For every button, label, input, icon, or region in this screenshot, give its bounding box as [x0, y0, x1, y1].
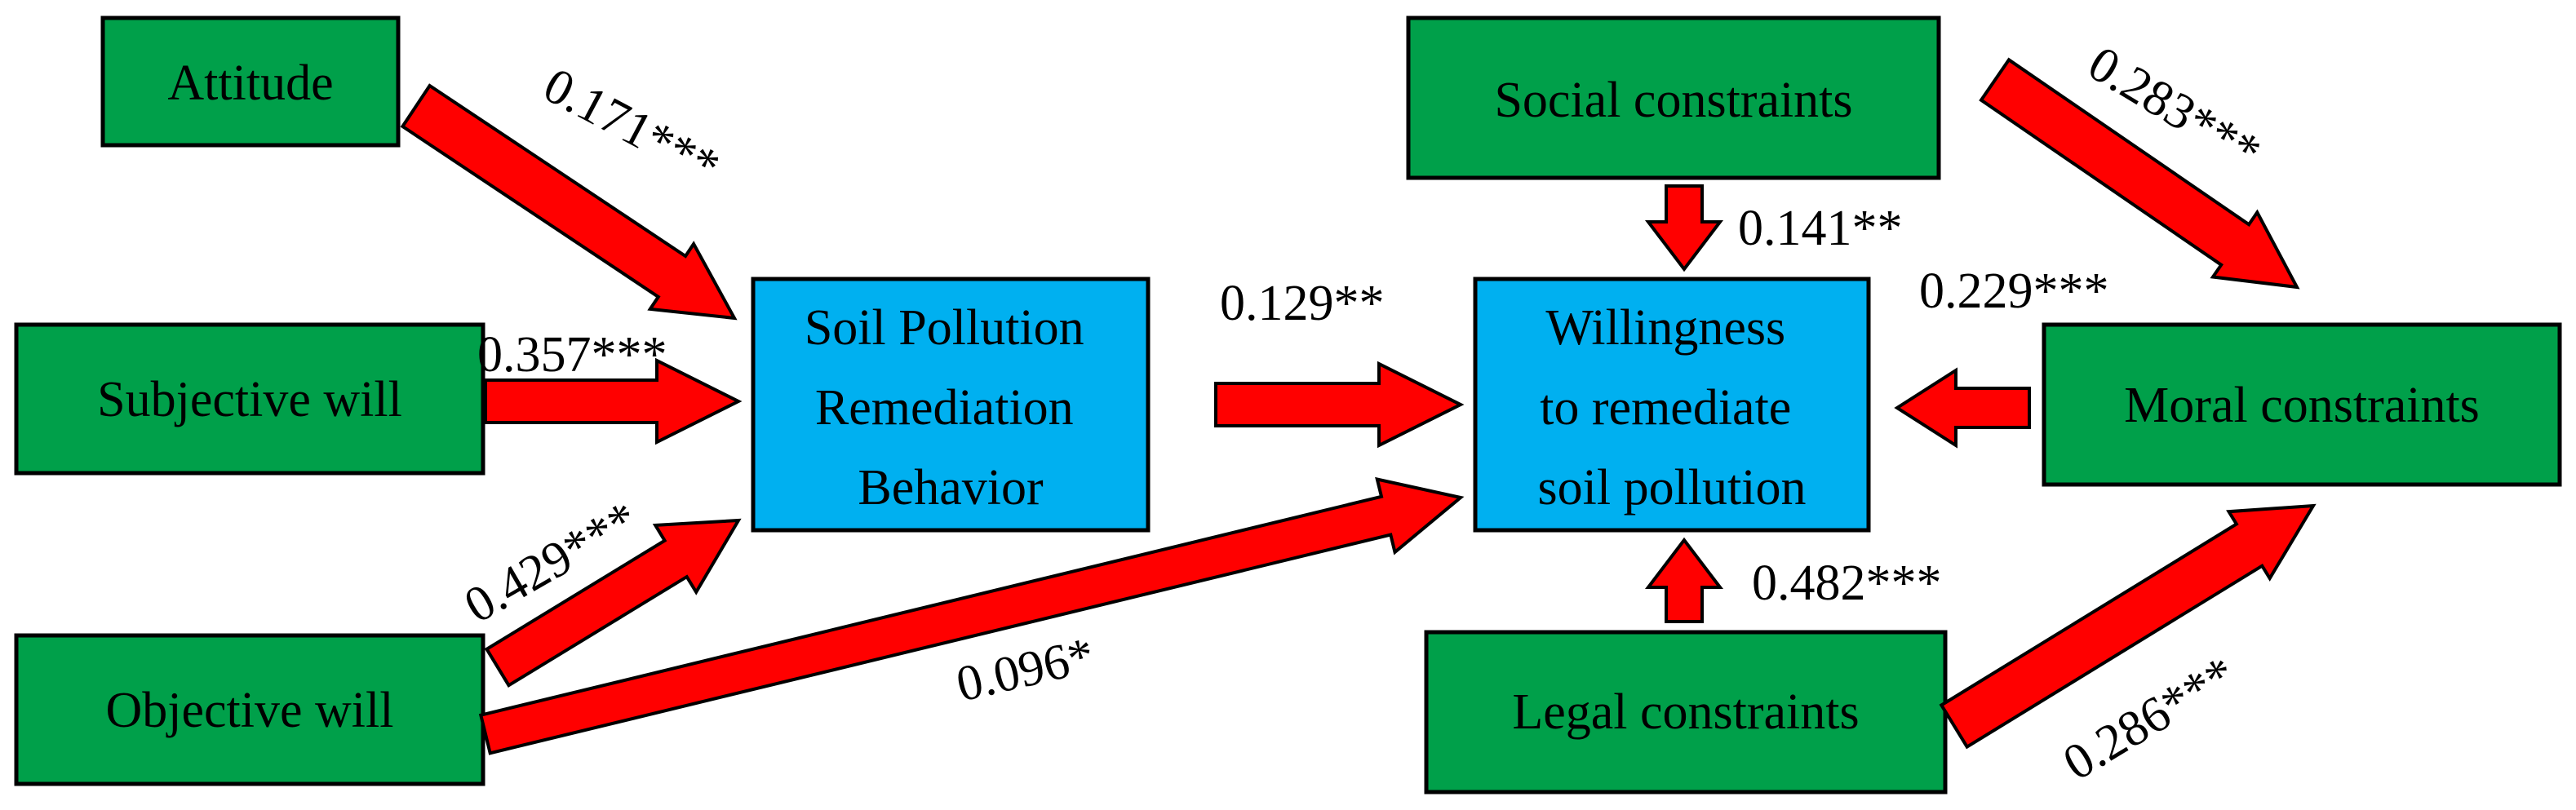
- coef-behavior-willingness: 0.129**: [1220, 276, 1385, 331]
- willingness-line-1: Willingness: [1545, 300, 1785, 356]
- node-attitude-label: Attitude: [167, 55, 333, 111]
- arrow-objective-to-willingness: [478, 476, 1465, 755]
- node-attitude: Attitude: [100, 15, 401, 148]
- node-subjective-will-box: [14, 322, 485, 476]
- coef-moral-willingness: 0.229***: [1919, 263, 2109, 319]
- behavior-line-2: Remediation: [815, 380, 1074, 436]
- coef-social-willingness: 0.141**: [1738, 201, 1903, 256]
- arrow-social-to-willingness: [1644, 184, 1724, 272]
- arrow-objective-to-behavior: [484, 518, 742, 688]
- node-subjective-will: Subjective will: [14, 322, 485, 476]
- node-moral-constraints-box: [2042, 322, 2562, 487]
- behavior-line-3: Behavior: [858, 460, 1044, 516]
- node-objective-will-box: [14, 633, 485, 786]
- arrow-social-to-moral: [1979, 57, 2300, 290]
- node-remediation-behavior: Soil Pollution Remediation Behavior: [751, 277, 1151, 533]
- coef-objective-willingness: 0.096*: [951, 627, 1099, 713]
- node-willingness-label: Willingness to remediate soil pollution: [1538, 300, 1807, 516]
- node-remediation-behavior-box: [751, 277, 1151, 533]
- coef-subjective-behavior: 0.357***: [477, 327, 667, 383]
- willingness-line-2: to remediate: [1540, 380, 1791, 436]
- arrow-attitude-to-behavior: [400, 83, 738, 321]
- arrow-moral-to-willingness: [1894, 367, 2031, 449]
- node-willingness-box: [1473, 277, 1871, 533]
- node-social-constraints: Social constraints: [1406, 15, 1941, 180]
- node-legal-constraints: Legal constraints: [1424, 630, 1948, 795]
- node-objective-will: Objective will: [14, 633, 485, 786]
- node-social-constraints-box: [1406, 15, 1941, 180]
- node-subjective-will-label: Subjective will: [97, 372, 402, 427]
- node-objective-will-label: Objective will: [106, 683, 394, 738]
- arrow-legal-to-moral: [1939, 503, 2317, 750]
- behavior-line-1: Soil Pollution: [805, 300, 1084, 356]
- arrow-legal-to-willingness: [1644, 537, 1724, 623]
- node-attitude-box: [100, 15, 401, 148]
- arrow-subjective-to-behavior: [484, 357, 743, 445]
- node-willingness: Willingness to remediate soil pollution: [1473, 277, 1871, 533]
- node-legal-constraints-label: Legal constraints: [1512, 684, 1859, 740]
- coef-legal-willingness: 0.482***: [1752, 555, 1942, 611]
- arrow-behavior-to-willingness: [1214, 361, 1465, 449]
- willingness-line-3: soil pollution: [1538, 460, 1807, 516]
- node-social-constraints-label: Social constraints: [1494, 73, 1852, 128]
- node-legal-constraints-box: [1424, 630, 1948, 795]
- node-moral-constraints-label: Moral constraints: [2124, 378, 2480, 433]
- node-remediation-behavior-label: Soil Pollution Remediation Behavior: [805, 300, 1097, 516]
- node-moral-constraints: Moral constraints: [2042, 322, 2562, 487]
